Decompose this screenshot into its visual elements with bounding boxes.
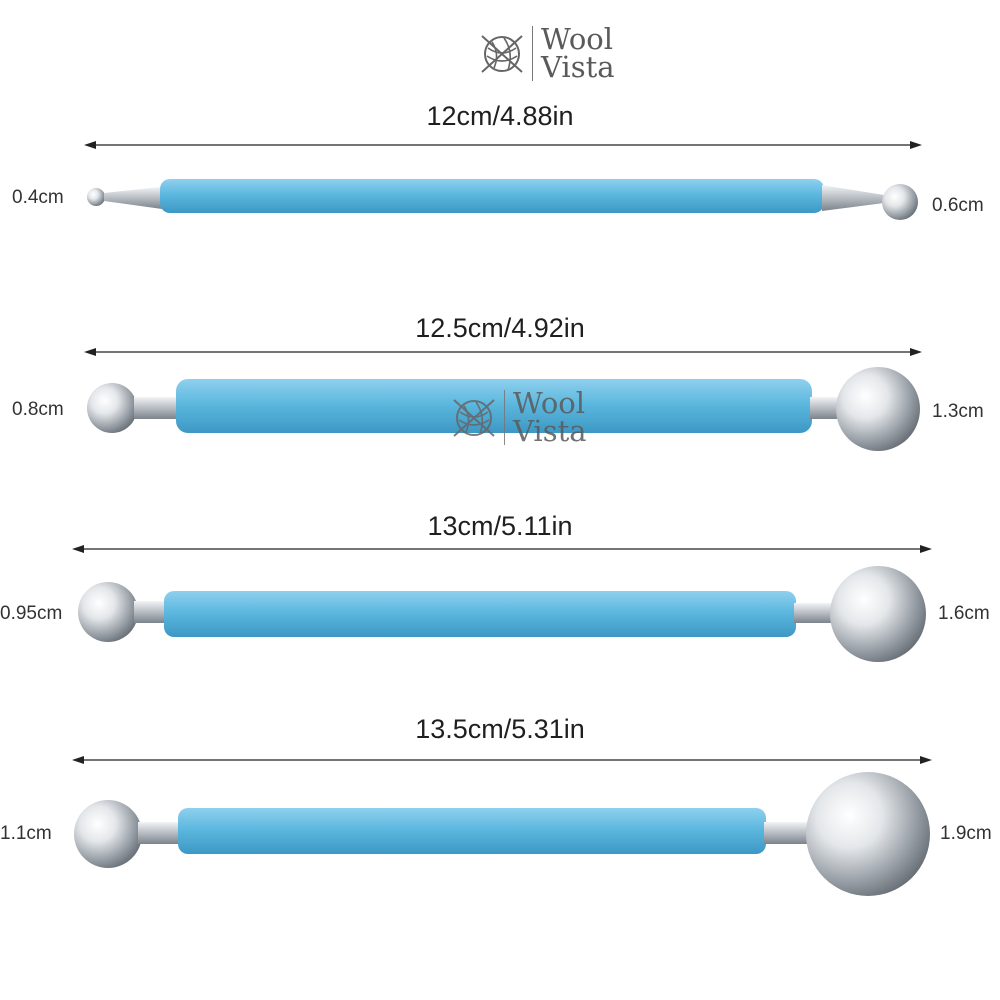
tool-3-right-ball: [830, 566, 926, 662]
tool-1-graphic: [84, 141, 922, 220]
brand-logo: Wool Vista: [478, 22, 615, 84]
brand-logo-watermark: Wool Vista: [450, 386, 587, 448]
tool-1-right-size: 0.6cm: [932, 195, 984, 216]
tool-2-handle: [176, 379, 812, 433]
tool-2-left-size: 0.8cm: [12, 399, 64, 420]
tool-2-left-ball: [87, 383, 137, 433]
tool-row-3: 13cm/5.11in 0.95cm 1.6cm: [0, 505, 1000, 675]
tool-3-left-ball: [78, 582, 138, 642]
tool-3-handle: [164, 591, 796, 637]
tool-4-right-size: 1.9cm: [940, 823, 992, 844]
tool-1-left-ball: [87, 188, 105, 206]
tool-4-handle: [178, 808, 766, 854]
tool-2-right-size: 1.3cm: [932, 401, 984, 422]
tool-4-right-ball: [806, 772, 930, 896]
tool-row-2: 12.5cm/4.92in 0.8cm 1.3cm: [0, 305, 1000, 465]
tool-3-length-label: 13cm/5.11in: [427, 511, 573, 541]
tool-row-4: 13.5cm/5.31in 1.1cm 1.9cm: [0, 710, 1000, 910]
logo-line-2: Vista: [541, 49, 615, 84]
tool-4-left-size: 1.1cm: [0, 823, 52, 844]
tool-4-length-arrow: [72, 756, 932, 764]
watermark-line-1: Wool: [513, 386, 586, 420]
tool-3-graphic: [72, 545, 932, 662]
tool-4-left-ball: [74, 800, 142, 868]
tool-3-length-arrow: [72, 545, 932, 553]
tool-1-right-ball: [882, 184, 918, 220]
tool-2-graphic: [84, 348, 922, 451]
tool-4-graphic: [72, 756, 932, 896]
logo-line-1: Wool: [541, 22, 614, 56]
tool-2-length-label: 12.5cm/4.92in: [415, 313, 585, 343]
tool-2-length-arrow: [84, 348, 922, 356]
tool-1-length-arrow: [84, 141, 922, 149]
tool-2-right-ball: [836, 367, 920, 451]
yarn-ball-icon: [453, 398, 495, 437]
tool-1-handle: [160, 179, 824, 213]
tool-1-length-label: 12cm/4.88in: [426, 101, 574, 131]
watermark-line-2: Vista: [513, 413, 587, 448]
yarn-ball-icon: [481, 34, 523, 73]
tool-1-left-size: 0.4cm: [12, 187, 64, 208]
tool-row-1: 12cm/4.88in 0.4cm 0.6cm: [0, 95, 1000, 235]
tool-3-right-size: 1.6cm: [938, 603, 990, 624]
tool-4-length-label: 13.5cm/5.31in: [415, 714, 585, 744]
tool-3-left-size: 0.95cm: [0, 603, 63, 624]
